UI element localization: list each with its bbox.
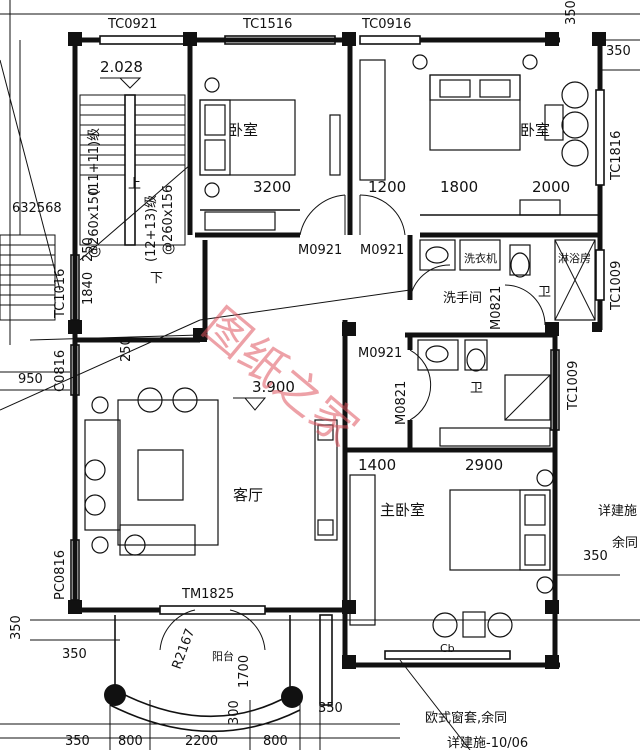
stair-note-a: (11+11)级 — [87, 128, 102, 195]
door-tm1825: TM1825 — [181, 587, 234, 602]
room-label-laundry: 洗衣机 — [464, 251, 497, 265]
dim-350-left-2: 350 — [62, 647, 87, 662]
room-label-balcony: 阳台 — [212, 649, 234, 663]
exterior-stair — [0, 234, 56, 321]
note-euro-window: 欧式窗套,余同 — [425, 710, 507, 726]
dim-950: 950 — [18, 372, 43, 387]
stair-note-b: (12+13)级 — [144, 195, 159, 262]
master-bedroom-furniture — [349, 469, 554, 638]
dim-1700: 1700 — [237, 655, 252, 688]
bedroom-a-furniture — [199, 77, 341, 231]
room-label-bedroom-b: 卧室 — [520, 121, 550, 139]
window-tc1016: TC1016 — [53, 269, 68, 319]
room-label-master-bedroom: 主卧室 — [380, 501, 425, 519]
stair-down: 下 — [150, 271, 163, 286]
note-see-detail: 详建施 — [598, 504, 637, 519]
dim-350-left: 350 — [9, 615, 24, 640]
watermark: 图纸之家 — [193, 297, 369, 457]
window-c0816: C0816 — [53, 350, 68, 392]
level-stair: 2.028 — [100, 58, 143, 76]
note-ref: 详建施-10/06 — [447, 736, 528, 750]
dim-3200: 3200 — [253, 178, 291, 196]
dim-350-top-right: 350 — [606, 44, 631, 59]
dim-250-b: 250 — [119, 337, 134, 362]
room-label-shower: 淋浴房 — [558, 252, 591, 265]
dim-1800: 1800 — [440, 178, 478, 196]
door-m0821-b: M0821 — [394, 381, 409, 425]
room-label-toilet-a: 卫 — [538, 285, 551, 300]
dim-cb: Cb — [440, 642, 455, 655]
dim-250-a: 250 — [81, 237, 96, 262]
window-tc1009-a: TC1009 — [609, 261, 624, 311]
room-label-washroom: 洗手间 — [443, 291, 482, 306]
window-pc0816: PC0816 — [53, 550, 68, 600]
level-markers — [100, 77, 267, 411]
dim-350-top: 350 — [564, 0, 579, 25]
door-m0821-a: M0821 — [489, 286, 504, 330]
dim-2000: 2000 — [532, 178, 570, 196]
dim-800-b: 800 — [263, 734, 288, 749]
living-room-furniture — [84, 387, 338, 556]
wet-room-fixtures — [417, 239, 596, 447]
stair-up: 上 — [128, 177, 141, 192]
dim-350-bottom-1: 350 — [318, 701, 343, 716]
dim-632568: 632568 — [12, 201, 62, 216]
dim-350-bottom-2: 350 — [65, 734, 90, 749]
columns — [68, 32, 606, 669]
room-label-toilet-b: 卫 — [470, 381, 483, 396]
window-tc0921: TC0921 — [107, 17, 157, 32]
dim-2900: 2900 — [465, 456, 503, 474]
level-floor: 3.900 — [252, 378, 295, 396]
note-see-detail-b: 余同 — [612, 535, 638, 551]
window-tc0916: TC0916 — [361, 17, 411, 32]
dim-1200: 1200 — [368, 178, 406, 196]
dim-2200: 2200 — [185, 734, 218, 749]
room-label-living-room: 客厅 — [233, 486, 263, 504]
stair-spec-a: @260x150 — [87, 188, 102, 258]
window-tc1816: TC1816 — [609, 131, 624, 181]
room-label-bedroom-a: 卧室 — [228, 121, 258, 139]
stair-spec-b: @260x156 — [161, 185, 176, 255]
dim-300: 300 — [227, 700, 242, 725]
dim-350-right: 350 — [583, 549, 608, 564]
interior-stair — [79, 94, 191, 261]
window-tc1009-b: TC1009 — [566, 361, 581, 411]
door-swings — [159, 194, 546, 651]
balcony — [104, 614, 333, 733]
door-m0921-a: M0921 — [298, 243, 342, 258]
window-tc1516: TC1516 — [242, 17, 292, 32]
door-m0921-b: M0921 — [360, 243, 404, 258]
bedroom-b-furniture — [359, 54, 589, 216]
labels: 卧室 卧室 主卧室 客厅 洗手间 卫 卫 洗衣机 淋浴房 阳台 TC0921 T… — [9, 0, 638, 750]
door-m0921-c: M0921 — [358, 346, 402, 361]
dim-1840: 1840 — [81, 272, 96, 305]
dim-800-a: 800 — [118, 734, 143, 749]
windows — [70, 35, 605, 660]
dim-1400: 1400 — [358, 456, 396, 474]
dim-r2167: R2167 — [170, 627, 199, 672]
